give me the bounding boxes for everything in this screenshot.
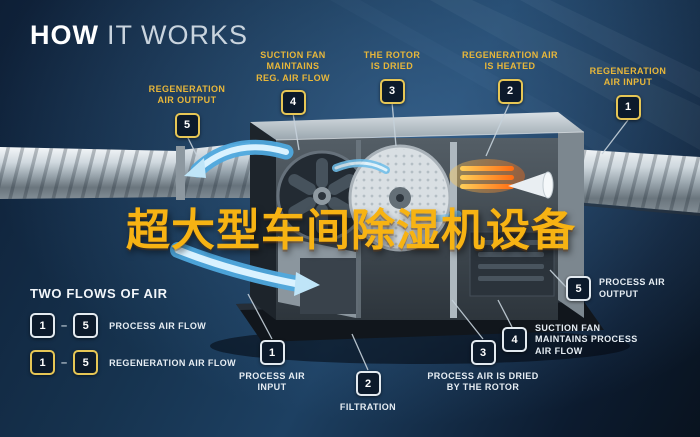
step-badge: 4 (280, 89, 306, 115)
callout-suction-fan-reg: SUCTION FAN MAINTAINS REG. AIR FLOW 4 (238, 50, 348, 115)
step-badge: 5 (174, 112, 200, 138)
vent-box (469, 231, 555, 297)
step-badge: 4 (502, 327, 527, 353)
callout-label: SUCTION FAN MAINTAINS PROCESS AIR FLOW (535, 323, 638, 356)
step-badge: 2 (497, 78, 523, 104)
cabinet-top-panel (250, 112, 584, 140)
callout-filtration: 2 FILTRATION (318, 371, 418, 413)
legend-badge-to: 5 (73, 313, 99, 338)
legend-separator: – (61, 319, 68, 332)
chinese-watermark-text: 超大型车间除湿机设备 (126, 206, 576, 255)
callout-label: FILTRATION (339, 402, 397, 412)
process-air-intake-arrow (170, 242, 320, 296)
callout-suction-fan-process: 4 SUCTION FAN MAINTAINS PROCESS AIR FLOW (502, 323, 654, 357)
regeneration-cone (508, 171, 554, 199)
callout-label: SUCTION FAN MAINTAINS REG. AIR FLOW (256, 50, 330, 83)
desiccant-rotor (348, 144, 452, 252)
title-bold: HOW (30, 20, 99, 50)
step-badge: 5 (566, 276, 591, 301)
callout-label: REGENERATION AIR IS HEATED (462, 50, 558, 72)
internal-airflow-streaks (332, 159, 462, 222)
callout-label: PROCESS AIR OUTPUT (599, 277, 666, 299)
callout-label: PROCESS AIR INPUT (238, 371, 306, 393)
callout-process-air-input: 1 PROCESS AIR INPUT (222, 340, 322, 394)
cabinet-right-panel (558, 112, 584, 318)
legend-row-process-air: 1 – 5 PROCESS AIR FLOW (30, 313, 236, 338)
legend-badge-from: 1 (30, 350, 55, 375)
callout-process-air-output: 5 PROCESS AIR OUTPUT (566, 276, 696, 301)
callout-process-air-dried: 3 PROCESS AIR IS DRIED BY THE ROTOR (408, 340, 558, 394)
callout-label: THE ROTOR IS DRIED (363, 50, 421, 72)
legend-separator: – (61, 356, 68, 369)
callout-rotor-is-dried: THE ROTOR IS DRIED 3 (352, 50, 432, 104)
callout-label: PROCESS AIR IS DRIED BY THE ROTOR (427, 371, 539, 393)
step-badge: 1 (615, 94, 641, 120)
callout-label: REGENERATION AIR INPUT (589, 66, 667, 88)
legend-label: PROCESS AIR FLOW (109, 320, 207, 331)
callout-regeneration-air-input: REGENERATION AIR INPUT 1 (572, 66, 684, 120)
leader-lines (186, 101, 629, 371)
step-badge: 1 (259, 340, 285, 365)
step-badge: 2 (355, 371, 381, 396)
step-badge: 3 (379, 78, 405, 104)
callout-regeneration-air-output: REGENERATION AIR OUTPUT 5 (128, 84, 246, 138)
legend-badge-from: 1 (30, 313, 55, 338)
title-light: IT WORKS (106, 20, 248, 50)
legend-badge-to: 5 (73, 350, 99, 375)
callout-label: REGENERATION AIR OUTPUT (148, 84, 226, 106)
airflow-arrows (170, 139, 462, 296)
legend-heading: TWO FLOWS OF AIR (30, 286, 168, 301)
heater (449, 159, 525, 193)
left-duct (0, 142, 254, 200)
step-badge: 3 (470, 340, 496, 365)
regeneration-output-arrow (184, 139, 294, 178)
legend-label: REGENERATION AIR FLOW (109, 357, 237, 368)
legend: TWO FLOWS OF AIR 1 – 5 PROCESS AIR FLOW … (30, 286, 236, 375)
callout-regeneration-air-heated: REGENERATION AIR IS HEATED 2 (448, 50, 572, 104)
legend-row-regeneration-air: 1 – 5 REGENERATION AIR FLOW (30, 350, 236, 375)
